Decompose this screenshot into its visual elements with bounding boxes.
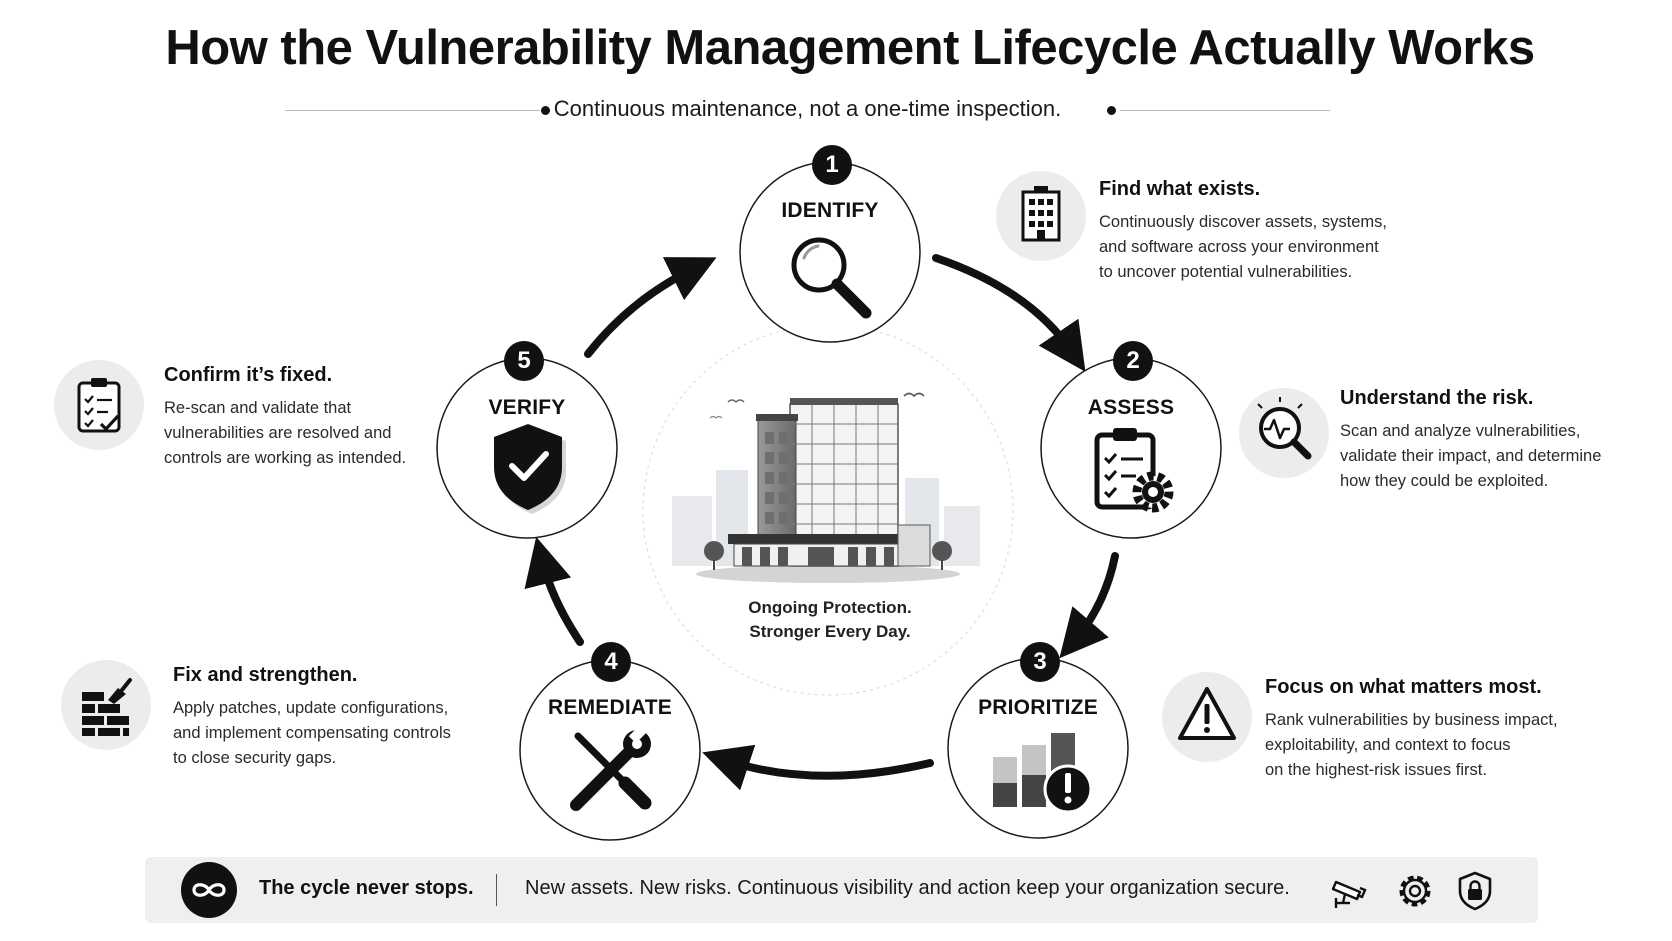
desc-line: on the highest-risk issues first.	[1265, 761, 1487, 779]
center-ring	[642, 324, 1014, 696]
desc-line: vulnerabilities are resolved and	[164, 424, 392, 442]
desc-line: to uncover potential vulnerabilities.	[1099, 263, 1353, 281]
page-subtitle: Continuous maintenance, not a one-time i…	[553, 96, 1062, 121]
stage-number-badge	[1020, 642, 1060, 682]
gear-icon	[1399, 875, 1431, 907]
wrench-screwdriver-icon	[570, 724, 652, 811]
arrow-prioritize-to-remediate	[702, 744, 934, 791]
desc-title: Understand the risk.	[1340, 387, 1534, 409]
shield-lock-icon	[1458, 871, 1492, 911]
arrow-remediate-to-verify	[524, 536, 584, 646]
desc-title: Focus on what matters most.	[1265, 676, 1542, 698]
desc-title: Find what exists.	[1099, 178, 1261, 200]
center-caption: Ongoing Protection. Stronger Every Day.	[690, 596, 970, 644]
subtitle-row: Continuous maintenance, not a one-time i…	[285, 92, 1330, 128]
center-caption-line-1: Ongoing Protection.	[748, 598, 912, 617]
stage-number-verify: 5	[517, 347, 531, 374]
infinity-icon	[181, 862, 237, 918]
stage-number-badge	[591, 642, 631, 682]
arrow-assess-to-prioritize	[1059, 552, 1119, 659]
desc-title: Fix and strengthen.	[173, 664, 358, 686]
footer-banner: The cycle never stops. New assets. New r…	[145, 857, 1538, 923]
desc-verify: Confirm it’s fixed. Re-scan and validate…	[164, 364, 464, 471]
arrow-identify-to-assess	[932, 254, 1086, 372]
stage-verify[interactable]	[436, 341, 618, 539]
footer-text: New assets. New risks. Continuous visibi…	[525, 877, 1290, 899]
stage-label-assess: ASSESS	[1087, 396, 1175, 419]
center-caption-line-2: Stronger Every Day.	[749, 622, 911, 641]
footer-title: The cycle never stops.	[259, 877, 474, 899]
office-building-illustration	[672, 392, 980, 583]
subtitle-dot-right	[1107, 106, 1116, 115]
arrow-verify-to-identify	[584, 257, 717, 358]
stage-number-badge	[812, 145, 852, 185]
stage-label-verify: VERIFY	[488, 396, 566, 419]
checklist-icon	[54, 360, 144, 450]
magnifier-icon	[791, 237, 872, 319]
desc-title: Confirm it’s fixed.	[164, 364, 333, 386]
pulse-magnifier-icon	[1239, 388, 1329, 478]
stage-number-remediate: 4	[604, 648, 618, 675]
stage-assess[interactable]	[1040, 341, 1222, 539]
stage-label-prioritize: PRIORITIZE	[978, 696, 1098, 719]
stage-number-identify: 1	[825, 151, 839, 178]
desc-line: how they could be exploited.	[1340, 472, 1549, 490]
desc-line: to close security gaps.	[173, 749, 337, 767]
desc-line: Continuously discover assets, systems,	[1099, 213, 1387, 231]
desc-line: Rank vulnerabilities by business impact,	[1265, 711, 1558, 729]
stage-label-remediate: REMEDIATE	[548, 696, 672, 719]
desc-line: controls are working as intended.	[164, 449, 407, 467]
desc-line: Scan and analyze vulnerabilities,	[1340, 422, 1581, 440]
desc-line: exploitability, and context to focus	[1265, 736, 1511, 754]
desc-identify: Find what exists. Continuously discover …	[1099, 178, 1459, 285]
page-title: How the Vulnerability Management Lifecyc…	[165, 21, 1535, 75]
desc-line: and implement compensating controls	[173, 724, 451, 742]
clipboard-gear-icon	[1094, 428, 1174, 513]
desc-prioritize: Focus on what matters most. Rank vulnera…	[1265, 676, 1635, 783]
subtitle-rule-left	[285, 110, 540, 111]
desc-line: Re-scan and validate that	[164, 399, 352, 417]
stage-prioritize[interactable]	[947, 642, 1129, 839]
desc-line: Apply patches, update configurations,	[173, 699, 449, 717]
stage-label-identify: IDENTIFY	[781, 199, 879, 222]
stage-number-badge	[1113, 341, 1153, 381]
building-icon	[996, 171, 1086, 261]
footer-divider	[496, 874, 497, 906]
security-camera-icon	[1331, 880, 1367, 908]
desc-assess: Understand the risk. Scan and analyze vu…	[1340, 387, 1660, 494]
cycle-arrows	[524, 254, 1119, 791]
subtitle-dot-left	[541, 106, 550, 115]
shield-check-icon	[494, 424, 566, 514]
desc-line: and software across your environment	[1099, 238, 1379, 256]
stage-remediate[interactable]	[519, 642, 701, 841]
stage-number-prioritize: 3	[1033, 648, 1047, 675]
bar-chart-alert-icon	[993, 733, 1093, 814]
warning-triangle-icon	[1162, 672, 1252, 762]
desc-remediate: Fix and strengthen. Apply patches, updat…	[173, 664, 513, 771]
brick-wall-trowel-icon	[61, 660, 151, 750]
subtitle-rule-right	[1120, 110, 1330, 111]
stage-number-badge	[504, 341, 544, 381]
stage-number-assess: 2	[1126, 347, 1140, 374]
stage-identify[interactable]	[739, 145, 921, 343]
desc-line: validate their impact, and determine	[1340, 447, 1602, 465]
